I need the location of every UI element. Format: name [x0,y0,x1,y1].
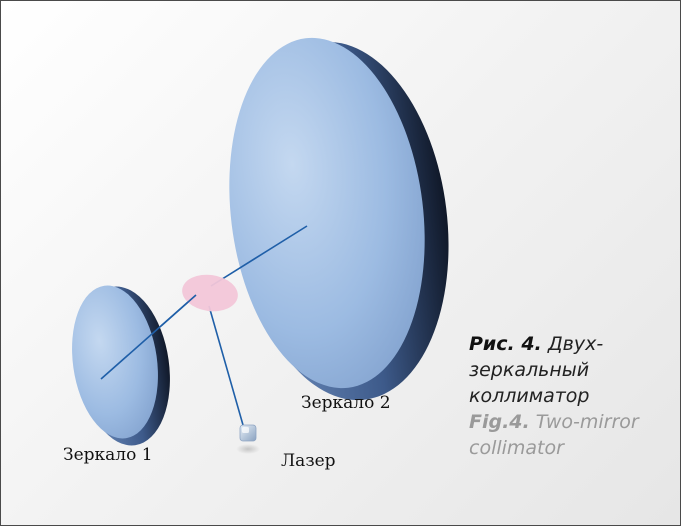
caption-en-text: Two-mirror collimator [469,411,639,459]
mirror-2-label: Зеркало 2 [301,393,391,413]
beam-from-laser [208,305,244,426]
laser-source [236,424,260,454]
mirror-2-face [229,37,425,389]
caption-en-label: Fig.4. [469,411,530,433]
caption-ru-label: Рис. 4. [469,333,542,355]
mirror-1-label: Зеркало 1 [63,445,153,465]
laser-highlight [242,427,249,433]
figure-caption: Рис. 4. Двух-зеркальный коллиматор Fig.4… [469,331,669,461]
beam-to-mirror-1-front [160,294,197,327]
caption-ru-text: Двух-зеркальный коллиматор [469,333,604,407]
mirror-1 [72,285,170,446]
mirror-2 [229,37,449,401]
beam-to-mirror-2 [210,225,308,287]
laser-label: Лазер [281,451,336,471]
laser-shadow [236,444,260,454]
mirror-1-face [72,285,158,439]
beam-splitter [182,274,238,312]
